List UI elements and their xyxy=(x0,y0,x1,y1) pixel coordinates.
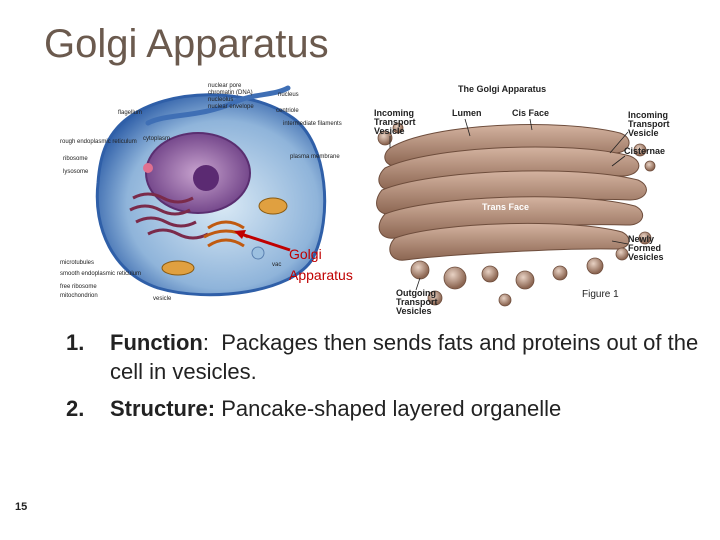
label-incoming-right-3: Vesicle xyxy=(628,128,659,138)
label-chromatin: chromatin (DNA) xyxy=(208,90,253,96)
label-microtubules: microtubules xyxy=(60,260,94,266)
label-vac: vac xyxy=(272,262,281,268)
list-item: 2. Structure: Pancake-shaped layered org… xyxy=(66,394,706,423)
label-plasma-membrane: plasma membrane xyxy=(290,154,340,160)
label-nucleus: nucleus xyxy=(278,92,299,98)
label-free-ribosome: free ribosome xyxy=(60,284,97,290)
item-number: 2. xyxy=(66,396,85,421)
label-rough-er: rough endoplasmic reticulum xyxy=(60,139,137,145)
vesicles xyxy=(377,122,656,307)
golgi-callout: Golgi Apparatus xyxy=(289,244,353,286)
slide-title: Golgi Apparatus xyxy=(44,22,329,66)
item-body: Packages then sends fats and proteins ou… xyxy=(110,330,705,384)
callout-arrow xyxy=(237,231,291,252)
cisternae-stack xyxy=(376,124,647,261)
flagellum-shape xyxy=(145,85,291,126)
label-lumen: Lumen xyxy=(452,108,482,118)
label-smooth-er: smooth endoplasmic reticulum xyxy=(60,271,141,277)
label-outgoing-2: Transport xyxy=(396,297,438,307)
item-number: 1. xyxy=(66,330,85,355)
item-body: Pancake-shaped layered organelle xyxy=(215,396,562,421)
label-figure-1: Figure 1 xyxy=(582,289,619,300)
label-incoming-left-1: Incoming xyxy=(374,108,414,118)
item-text: Function: Packages then sends fats and p… xyxy=(110,328,706,386)
list-item: 1. Function: Packages then sends fats an… xyxy=(66,328,706,386)
label-newly-3: Vesicles xyxy=(628,252,664,262)
label-nuclear-pore: nuclear pore xyxy=(208,83,242,89)
callout-line-2: Apparatus xyxy=(289,267,353,283)
label-outgoing-1: Outgoing xyxy=(396,288,436,298)
label-newly-2: Formed xyxy=(628,243,661,253)
golgi-diagram-title: The Golgi Apparatus xyxy=(458,84,546,94)
animal-cell-diagram: nuclear pore chromatin (DNA) nucleolus n… xyxy=(60,83,342,302)
label-ribosome: ribosome xyxy=(63,156,88,162)
item-sep: : xyxy=(202,330,209,355)
label-outgoing-3: Vesicles xyxy=(396,306,432,316)
label-incoming-right-2: Transport xyxy=(628,119,670,129)
label-centriole: centriole xyxy=(276,108,299,114)
item-term: Structure: xyxy=(110,396,216,421)
golgi-apparatus-diagram: The Golgi Apparatus Incoming Transport V… xyxy=(374,84,670,316)
label-intermediate-filaments: intermediate filaments xyxy=(283,121,342,127)
label-cytoplasm: cytoplasm xyxy=(143,136,170,142)
label-mitochondrion: mitochondrion xyxy=(60,293,98,299)
label-trans-face: Trans Face xyxy=(482,202,529,212)
page-number: 15 xyxy=(15,501,28,513)
label-incoming-right-1: Incoming xyxy=(628,110,668,120)
label-vesicle: vesicle xyxy=(153,296,172,302)
label-flagellum: flagellum xyxy=(118,110,142,116)
label-incoming-left-3: Vesicle xyxy=(374,126,405,136)
label-newly-1: Newly xyxy=(628,234,654,244)
label-incoming-left-2: Transport xyxy=(374,117,416,127)
label-nuclear-envelope: nuclear envelope xyxy=(208,104,254,110)
key-points-list: 1. Function: Packages then sends fats an… xyxy=(66,328,706,431)
label-cis-face: Cis Face xyxy=(512,108,549,118)
item-term: Function xyxy=(110,330,203,355)
callout-line-1: Golgi xyxy=(289,246,322,262)
label-cisternae: Cisternae xyxy=(624,146,665,156)
label-lysosome: lysosome xyxy=(63,169,89,175)
label-nucleolus: nucleolus xyxy=(208,97,233,103)
item-text: Structure: Pancake-shaped layered organe… xyxy=(110,394,561,423)
